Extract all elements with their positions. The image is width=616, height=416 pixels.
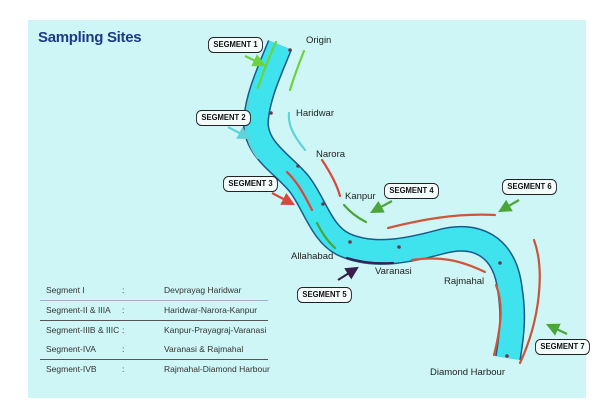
place-origin: Origin: [306, 35, 332, 46]
place-diamond-harbour: Diamond Harbour: [430, 367, 505, 378]
sample-points: [269, 48, 509, 358]
segment-7-label: SEGMENT 7: [535, 339, 591, 355]
segment-1-arrow: [244, 54, 266, 67]
legend-row: Segment-II & IIIA : Haridwar-Narora-Kanp…: [40, 301, 268, 321]
segment-6-bank-bottom: [410, 257, 487, 274]
river-ganga: [243, 40, 526, 361]
segment-3-bank-right: [320, 158, 342, 198]
segment-2-bank-right: [287, 111, 307, 152]
segment-3-label: SEGMENT 3: [223, 176, 279, 192]
segment-5-label: SEGMENT 5: [297, 287, 353, 303]
place-rajmahal: Rajmahal: [444, 276, 485, 287]
place-narora: Narora: [316, 149, 346, 160]
segment-3-bank-left: [285, 170, 314, 212]
segment-4-arrow: [370, 200, 393, 214]
place-haridwar: Haridwar: [296, 108, 335, 119]
segment-1-bank-left: [256, 40, 278, 90]
segment-4-bank-left: [315, 221, 337, 250]
legend-row: Segment I : Devprayag Haridwar: [40, 281, 268, 301]
legend-row: Segment-IVB : Rajmahal-Diamond Harbour: [46, 364, 270, 374]
legend-row: Segment-IIIB & IIIC : Kanpur-Prayagraj-V…: [46, 325, 267, 335]
place-kanpur: Kanpur: [345, 191, 376, 202]
segment-1-bank-right: [288, 49, 306, 92]
segment-2-label: SEGMENT 2: [196, 110, 252, 126]
segment-6-bank-top: [386, 213, 497, 230]
segment-1-label: SEGMENT 1: [208, 37, 264, 53]
segment-5-arrow: [337, 266, 359, 281]
legend-row: Segment-IVA : Varanasi & Rajmahal: [40, 340, 268, 360]
segment-4-bank-right: [342, 203, 368, 224]
segment-6-label: SEGMENT 6: [502, 179, 558, 195]
segment-7-bank-right: [518, 238, 541, 365]
segment-legend: Segment I : Devprayag Haridwar Segment-I…: [40, 281, 270, 379]
segment-5-bank: [345, 256, 395, 265]
segment-3-arrow: [271, 192, 295, 206]
place-varanasi: Varanasi: [375, 266, 412, 277]
diagram-title: Sampling Sites: [38, 29, 142, 46]
place-allahabad: Allahabad: [291, 251, 334, 262]
segment-7-arrow: [546, 323, 568, 336]
segment-2-arrow: [227, 126, 251, 140]
segment-4-label: SEGMENT 4: [384, 183, 440, 199]
segment-6-arrow: [498, 199, 520, 213]
segment-7-bank-left: [492, 283, 502, 357]
